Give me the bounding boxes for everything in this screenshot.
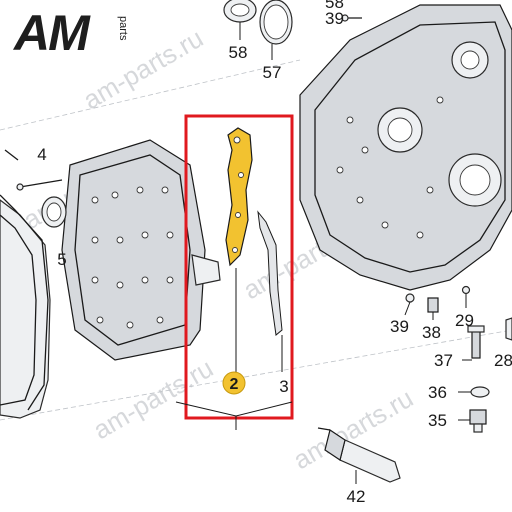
watermark-text: am-parts.ru xyxy=(88,353,218,445)
callout-58-label[interactable]: 58 xyxy=(229,43,248,62)
callout-2-label: 2 xyxy=(230,376,239,393)
callout-42-label[interactable]: 42 xyxy=(347,487,366,506)
drain-plug-part-35[interactable] xyxy=(469,409,487,433)
highlight-frame xyxy=(184,114,294,420)
callout-57-label[interactable]: 57 xyxy=(263,63,282,82)
watermark-text: am-parts.ru xyxy=(78,23,208,115)
sealant-tube-part-42[interactable] xyxy=(317,427,401,483)
left-cover-pan[interactable] xyxy=(0,199,51,419)
small-screw-part-39-top[interactable] xyxy=(341,14,362,22)
callout-58b-label[interactable]: 58 xyxy=(325,0,344,12)
valve-body[interactable] xyxy=(61,139,221,361)
bolt-part-37[interactable] xyxy=(467,325,485,359)
guide-lines xyxy=(0,59,512,421)
callout-35-label[interactable]: 35 xyxy=(428,411,447,430)
valve-body-holes xyxy=(91,186,174,329)
ring-part-57[interactable] xyxy=(259,0,293,45)
leader-bracket xyxy=(175,401,293,417)
left-gasket-outline[interactable] xyxy=(0,149,49,411)
ring-part-58[interactable] xyxy=(223,0,257,23)
brand-logo-main: AM xyxy=(12,5,91,61)
plug-part-38[interactable] xyxy=(427,297,439,313)
callout-39-top-label[interactable]: 39 xyxy=(325,9,344,28)
callout-37-label[interactable]: 37 xyxy=(434,351,453,370)
callout-38-label[interactable]: 38 xyxy=(422,323,441,342)
callout-3-label[interactable]: 3 xyxy=(279,377,288,396)
thin-gasket-part-3[interactable] xyxy=(257,210,283,336)
transmission-housing[interactable] xyxy=(299,4,512,291)
plug-part-29[interactable] xyxy=(461,285,471,295)
housing-bosses xyxy=(336,41,502,239)
seal-ring-part-5[interactable] xyxy=(41,196,67,228)
callout-5-label[interactable]: 5 xyxy=(57,250,66,269)
callout-2-marker[interactable]: 2 xyxy=(222,371,246,395)
seal-part-36[interactable] xyxy=(470,386,490,398)
leader-line-39 xyxy=(404,301,411,316)
part-28[interactable] xyxy=(505,317,512,341)
separator-gasket-part-2[interactable] xyxy=(225,127,253,267)
bolt-part-4[interactable] xyxy=(16,179,63,191)
callout-28-label[interactable]: 28 xyxy=(494,351,512,370)
brand-logo-sub: parts xyxy=(117,16,129,41)
plug-part-39[interactable] xyxy=(405,293,415,303)
callout-29-label[interactable]: 29 xyxy=(455,311,474,330)
callout-39-label[interactable]: 39 xyxy=(390,317,409,336)
brand-logo[interactable]: AM parts xyxy=(12,5,129,61)
callout-4-label[interactable]: 4 xyxy=(37,145,46,164)
callout-36-label[interactable]: 36 xyxy=(428,383,447,402)
